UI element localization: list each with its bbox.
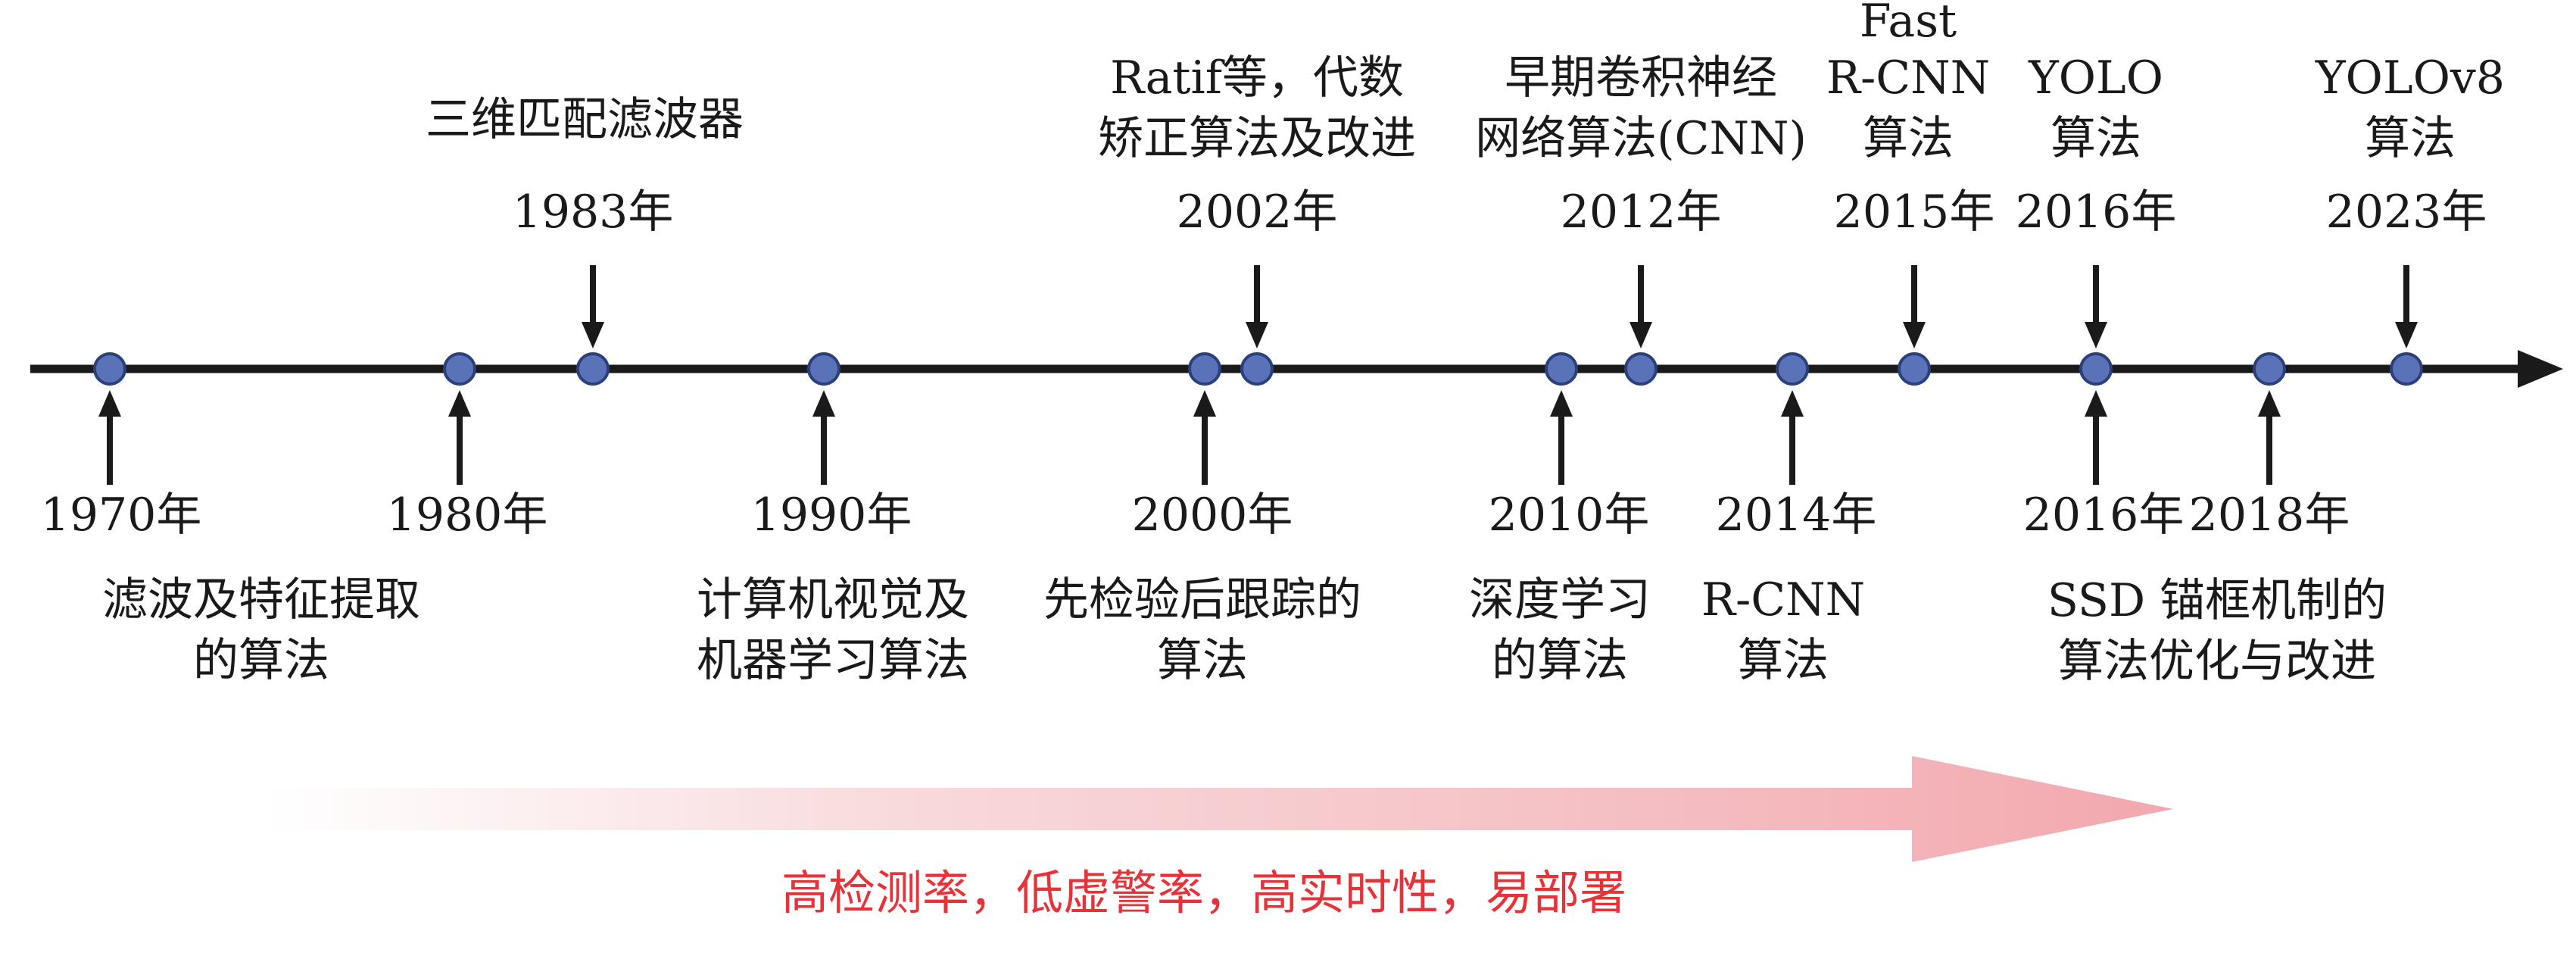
axis-node-a2012 [1624, 352, 1658, 386]
banner-arrow [269, 756, 2173, 862]
axis-node-a2015 [1898, 352, 1931, 386]
event-below-b2016-arrow-head [2085, 390, 2107, 417]
event-below-b2000-year: 2000年 [1132, 489, 1293, 542]
ssd-label-line-1: SSD 锚框机制的 [2047, 574, 2387, 627]
event-above-a2012-line-2: 网络算法(CNN) [1475, 112, 1807, 165]
banner-arrow-shape [269, 756, 2173, 862]
ssd-label-line-2: 算法优化与改进 [2058, 635, 2376, 688]
event-below-b1970-arrow-head [98, 390, 121, 417]
event-above-a2015-year: 2015年 [1834, 186, 1995, 239]
event-below-b2010-line-1: 深度学习 [1469, 573, 1651, 626]
event-below-b1980-year: 1980年 [387, 489, 548, 542]
event-below-b2010-year: 2010年 [1489, 489, 1650, 542]
axis-nodes-group [93, 352, 2423, 386]
axis-node-a2002 [1240, 352, 1274, 386]
axis-node-b1980 [443, 352, 476, 386]
axis-node-b1990 [807, 352, 840, 386]
event-below-b1990-line-2: 机器学习算法 [697, 634, 969, 687]
event-above-a1983-year: 1983年 [513, 186, 674, 239]
event-above-a1983-arrow-head [582, 322, 604, 348]
event-below-b1970-year: 1970年 [41, 489, 202, 542]
event-above-a2023-line-1: YOLOv8 [2315, 52, 2505, 105]
event-above-a2016-line-1: YOLO [2028, 52, 2163, 105]
event-above-a2023-line-2: 算法 [2365, 112, 2456, 165]
event-above-a2002-line-1: Ratif等，代数 [1110, 52, 1404, 105]
event-below-b2014-arrow-head [1781, 390, 1804, 417]
event-below-b2000-arrow-head [1193, 390, 1216, 417]
event-below-b2014-line-2: 算法 [1738, 634, 1829, 687]
event-above-a2016-year: 2016年 [2016, 186, 2177, 239]
event-below-b1990-year: 1990年 [751, 489, 912, 542]
axis-arrowhead [2518, 350, 2563, 388]
event-below-b2010-line-2: 的算法 [1492, 634, 1628, 687]
event-above-a2002-arrow-head [1246, 322, 1268, 348]
time-axis [30, 350, 2563, 388]
axis-node-b1970 [93, 352, 126, 386]
event-above-a2016-arrow-head [2085, 322, 2107, 348]
axis-node-b2000 [1188, 352, 1221, 386]
event-above-a2023-arrow-head [2395, 322, 2418, 348]
axis-node-a2016 [2079, 352, 2113, 386]
event-below-b2014-line-1: R-CNN [1701, 573, 1865, 626]
event-below-b1990-arrow-head [812, 390, 835, 417]
event-above-a2023-year: 2023年 [2326, 186, 2487, 239]
event-above-a2015-arrow-head [1903, 322, 1926, 348]
event-above-a2012-year: 2012年 [1561, 186, 1722, 239]
event-below-b2000-line-2: 算法 [1157, 634, 1248, 687]
event-above-a1983-line-1: 三维匹配滤波器 [426, 93, 744, 146]
banner-text: 高检测率，低虚警率，高实时性，易部署 [781, 865, 1626, 920]
axis-node-a2023 [2390, 352, 2423, 386]
event-below-b2018-year: 2018年 [2189, 489, 2350, 542]
event-below-b1970-line-2: 的算法 [193, 634, 329, 687]
event-above-a2015-line-3: 算法 [1863, 112, 1954, 165]
axis-node-b2018 [2253, 352, 2286, 386]
event-below-b1990-line-1: 计算机视觉及 [697, 573, 969, 626]
event-above-a2002-line-2: 矫正算法及改进 [1098, 112, 1416, 165]
axis-node-a1983 [576, 352, 610, 386]
event-below-b2018-arrow-head [2258, 390, 2281, 417]
event-below-b2010-arrow-head [1550, 390, 1573, 417]
event-above-a2015-line-1: Fast [1860, 0, 1957, 48]
event-below-b2014-year: 2014年 [1716, 489, 1877, 542]
event-above-a2015-line-2: R-CNN [1826, 52, 1990, 105]
axis-node-b2010 [1545, 352, 1578, 386]
event-above-a2012-arrow-head [1629, 322, 1652, 348]
event-below-b1980-arrow-head [448, 390, 471, 417]
event-below-b2016-year: 2016年 [2023, 489, 2185, 542]
event-below-b1970-line-1: 滤波及特征提取 [102, 573, 420, 626]
event-below-b2000-line-1: 先检验后跟踪的 [1043, 573, 1361, 626]
event-above-a2012-line-1: 早期卷积神经 [1505, 52, 1777, 105]
event-above-a2002-year: 2002年 [1177, 186, 1338, 239]
axis-node-b2014 [1776, 352, 1809, 386]
event-above-a2016-line-2: 算法 [2051, 112, 2141, 165]
